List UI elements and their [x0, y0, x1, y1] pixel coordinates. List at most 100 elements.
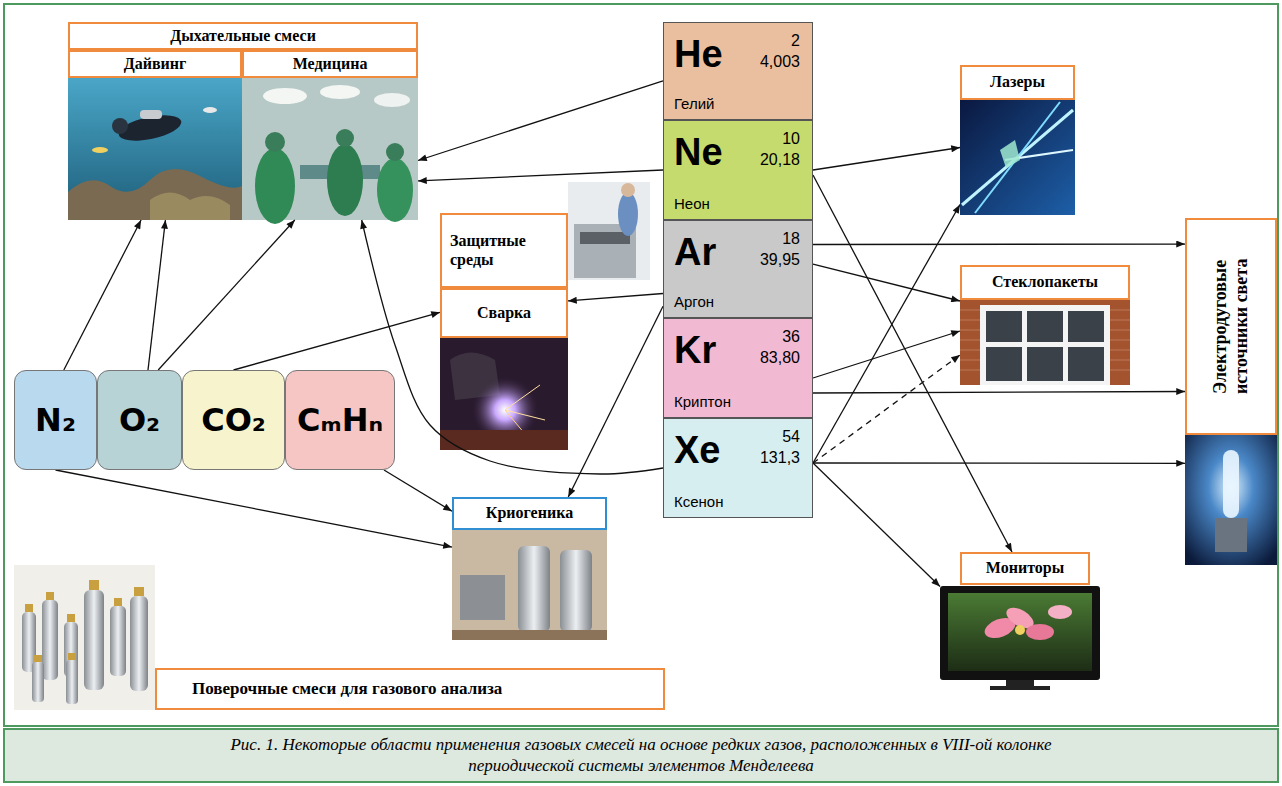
element-symbol: Ne — [674, 133, 723, 171]
cylinders-photo — [14, 565, 155, 710]
connector-arrow — [418, 81, 663, 161]
medicine-photo — [242, 78, 418, 224]
gas-box: O₂ — [97, 370, 182, 470]
caption-panel — [4, 729, 1278, 782]
cryogenics-photo-part — [452, 530, 607, 640]
element-symbol: Kr — [674, 331, 716, 369]
diving-photo — [68, 78, 242, 220]
application-box: Электродуговые источники света — [1185, 218, 1277, 565]
protective-media-photo-part — [621, 183, 635, 197]
element-name: Ксенон — [674, 493, 724, 511]
element-cell: Ar 18 39,95Аргон — [663, 220, 813, 318]
box-label: Поверочные смеси для газового анализа — [155, 668, 665, 710]
atomic-number: 36 — [782, 327, 800, 346]
connector-arrow — [813, 243, 1185, 245]
diving-photo-part — [68, 78, 242, 220]
application-box: Лазеры — [960, 65, 1075, 215]
protective-media-photo — [568, 182, 650, 280]
window-photo-part — [980, 305, 1110, 385]
gas-formula: N₂ — [15, 371, 96, 469]
gas-formula: CₘHₙ — [286, 371, 394, 469]
element-name: Аргон — [674, 293, 714, 311]
window-photo-part — [986, 347, 1022, 381]
element-cell: Kr3683,80Криптон — [663, 318, 813, 418]
atomic-mass: 39,95 — [760, 250, 800, 269]
connector-arrow — [56, 470, 453, 547]
lamp-photo — [1185, 435, 1277, 565]
group-heading-box: Дыхательные смеси — [68, 22, 418, 50]
window-photo-part — [1027, 347, 1063, 381]
cylinders-photo-part — [14, 565, 155, 710]
cylinders-photo-part — [110, 606, 126, 676]
element-name: Гелий — [674, 95, 714, 113]
element-cell: Ne 10 20,18Неон — [663, 120, 813, 220]
laser-photo-part — [960, 100, 1075, 215]
atomic-number: 10 — [782, 129, 800, 148]
welding-photo-part — [505, 410, 545, 420]
laser-photo — [960, 100, 1075, 215]
connector-arrow — [813, 331, 960, 378]
monitor-photo-part — [990, 686, 1050, 690]
protective-media-photo-part — [580, 232, 630, 244]
application-box: Защитные среды — [440, 213, 568, 288]
cryogenics-photo-part — [460, 575, 505, 620]
box-label: Электродуговые источники света — [1185, 218, 1277, 435]
box-label: Защитные среды — [440, 213, 568, 288]
connector-arrow — [384, 470, 452, 511]
medicine-photo-part — [386, 143, 404, 161]
element-symbol: He — [674, 35, 723, 73]
connector-arrow — [813, 463, 940, 587]
cylinders-photo-part — [34, 655, 42, 662]
medicine-photo-part — [265, 132, 285, 152]
welding-photo — [440, 338, 568, 450]
atomic-number: 54 — [782, 427, 800, 446]
monitor-photo-part — [1015, 625, 1025, 635]
application-box: Медицина — [242, 50, 418, 220]
connector-arrow — [813, 355, 960, 463]
gas-formula: O₂ — [98, 371, 181, 469]
diving-photo-part — [92, 147, 108, 153]
application-box: Стеклопакеты — [960, 265, 1130, 385]
figure-caption: Рис. 1. Некоторые области применения газ… — [191, 732, 1091, 778]
atomic-number: 18 — [782, 229, 800, 248]
application-box: Мониторы — [940, 552, 1100, 690]
medicine-photo-part — [377, 158, 413, 222]
element-cell: He24,003Гелий — [663, 22, 813, 120]
element-name: Неон — [674, 195, 710, 213]
gas-box: CO₂ — [182, 370, 285, 470]
cryogenics-photo-part — [452, 630, 607, 640]
box-label: Медицина — [242, 50, 418, 78]
atomic-mass: 83,80 — [760, 348, 800, 367]
cylinders-photo-part — [32, 662, 44, 702]
element-symbol: Ar — [674, 233, 716, 271]
box-label: Криогеника — [452, 497, 607, 530]
cylinders-photo-part — [42, 600, 58, 680]
connector-arrow — [64, 220, 141, 370]
monitor-photo-part — [948, 593, 1092, 671]
connector-arrow — [158, 220, 295, 370]
welding-photo-part — [440, 430, 568, 450]
connector-arrow — [813, 205, 960, 464]
gas-box: CₘHₙ — [285, 370, 395, 470]
window-photo-part — [960, 300, 1130, 385]
figure-frame — [4, 4, 1278, 726]
lamp-photo-part — [1185, 435, 1277, 565]
window-photo-part — [986, 311, 1022, 342]
connector-arrow — [418, 170, 663, 181]
diving-photo-part — [150, 193, 230, 221]
cryogenics-photo — [452, 530, 607, 640]
protective-media-photo-part — [618, 192, 638, 236]
diving-photo-part — [203, 107, 217, 113]
connector-arrow — [148, 220, 165, 370]
atomic-mass: 20,18 — [760, 150, 800, 169]
window-photo-part — [1068, 347, 1104, 381]
application-box: Поверочные смеси для газового анализа — [155, 668, 665, 710]
monitor-photo-part — [1048, 605, 1072, 619]
application-box: Сварка — [440, 288, 568, 450]
cylinders-photo-part — [134, 587, 144, 596]
welding-photo-part — [440, 338, 568, 450]
window-photo-part — [1027, 311, 1063, 342]
welding-photo-part — [505, 385, 540, 410]
cryogenics-photo-part — [518, 546, 550, 632]
medicine-photo-part — [327, 144, 363, 216]
